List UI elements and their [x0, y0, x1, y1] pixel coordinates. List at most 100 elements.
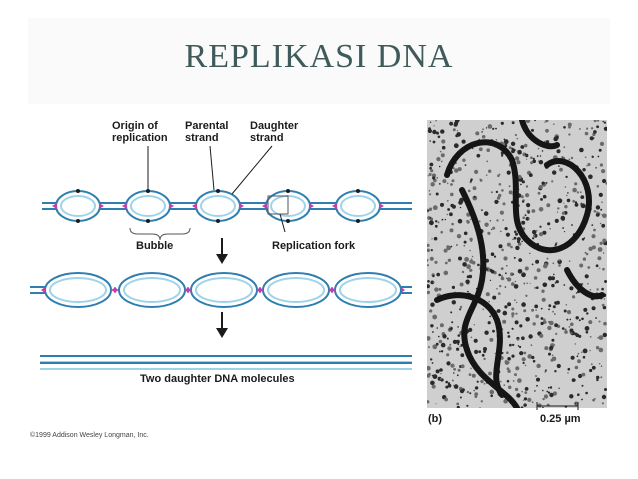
- speckle: [594, 397, 596, 400]
- speckle: [516, 237, 521, 242]
- speckle: [514, 373, 517, 377]
- speckle: [521, 272, 526, 278]
- speckle: [490, 191, 493, 194]
- speckle: [552, 170, 557, 175]
- speckle: [527, 397, 532, 402]
- speckle: [505, 272, 507, 275]
- speckle: [535, 375, 537, 377]
- fork-marker: [401, 287, 405, 293]
- speckle: [491, 228, 493, 231]
- speckle: [498, 193, 502, 198]
- speckle: [537, 147, 540, 150]
- speckle: [454, 168, 459, 173]
- speckle: [556, 300, 560, 305]
- speckle: [531, 263, 534, 266]
- speckle: [542, 397, 545, 401]
- speckle: [561, 327, 565, 330]
- speckle: [532, 159, 536, 164]
- speckle: [490, 339, 492, 341]
- speckle: [596, 375, 600, 380]
- speckle: [429, 193, 432, 196]
- speckle: [547, 276, 553, 281]
- speckle: [548, 308, 550, 311]
- speckle: [443, 270, 449, 276]
- speckle: [556, 363, 561, 369]
- speckle: [568, 158, 571, 161]
- fork-marker: [52, 203, 57, 209]
- speckle: [502, 319, 507, 324]
- speckle: [539, 333, 544, 338]
- speckle: [474, 386, 479, 390]
- speckle: [524, 266, 529, 271]
- speckle: [429, 140, 431, 142]
- speckle: [544, 121, 546, 123]
- speckle: [595, 346, 600, 350]
- speckle: [432, 274, 435, 278]
- speckle: [457, 218, 463, 224]
- speckle: [428, 173, 432, 176]
- speckle: [496, 219, 499, 222]
- speckle: [595, 264, 599, 268]
- speckle: [504, 286, 507, 288]
- speckle: [511, 307, 515, 311]
- origin-dot: [76, 189, 80, 193]
- speckle: [557, 207, 560, 210]
- speckle: [558, 259, 561, 262]
- speckle: [538, 232, 544, 237]
- speckle: [537, 160, 540, 162]
- speckle: [499, 230, 502, 233]
- speckle: [580, 203, 586, 209]
- speckle: [537, 191, 541, 195]
- speckle: [452, 167, 455, 170]
- speckle: [430, 280, 435, 285]
- speckle: [567, 192, 569, 194]
- fork-marker: [379, 203, 384, 209]
- origin-dot: [76, 219, 80, 223]
- speckle: [459, 345, 461, 348]
- pointer-line: [231, 145, 273, 195]
- speckle: [489, 220, 491, 222]
- speckle: [570, 355, 575, 360]
- speckle: [484, 330, 489, 335]
- speckle: [580, 202, 583, 205]
- speckle: [495, 139, 498, 141]
- speckle: [506, 277, 512, 282]
- speckle: [432, 140, 436, 144]
- speckle: [432, 205, 438, 211]
- speckle: [492, 295, 497, 300]
- speckle: [510, 245, 513, 249]
- speckle: [532, 237, 535, 240]
- origin-label: Origin of replication: [112, 120, 168, 144]
- speckle: [579, 147, 584, 153]
- speckle: [547, 325, 552, 331]
- speckle: [490, 394, 493, 398]
- speckle: [453, 367, 456, 371]
- speckle: [584, 156, 587, 158]
- speckle: [556, 211, 559, 213]
- speckle: [533, 276, 538, 280]
- speckle: [431, 238, 433, 240]
- speckle: [596, 125, 599, 129]
- speckle: [466, 264, 471, 270]
- speckle: [520, 145, 525, 149]
- speckle: [481, 353, 485, 357]
- speckle: [552, 391, 557, 396]
- speckle: [493, 255, 497, 258]
- speckle: [525, 185, 529, 188]
- speckle: [542, 194, 547, 199]
- speckle: [452, 128, 456, 132]
- copyright-text: ©1999 Addison Wesley Longman, Inc.: [30, 432, 149, 439]
- speckle: [509, 343, 512, 347]
- speckle: [450, 363, 455, 368]
- speckle: [511, 315, 514, 318]
- speckle: [570, 156, 574, 160]
- speckle: [445, 380, 448, 384]
- speckle: [436, 327, 439, 329]
- speckle: [469, 259, 474, 264]
- speckle: [598, 192, 603, 197]
- speckle: [433, 125, 435, 127]
- speckle: [451, 204, 456, 209]
- speckle: [601, 287, 604, 291]
- speckle: [432, 374, 438, 379]
- speckle: [521, 357, 526, 362]
